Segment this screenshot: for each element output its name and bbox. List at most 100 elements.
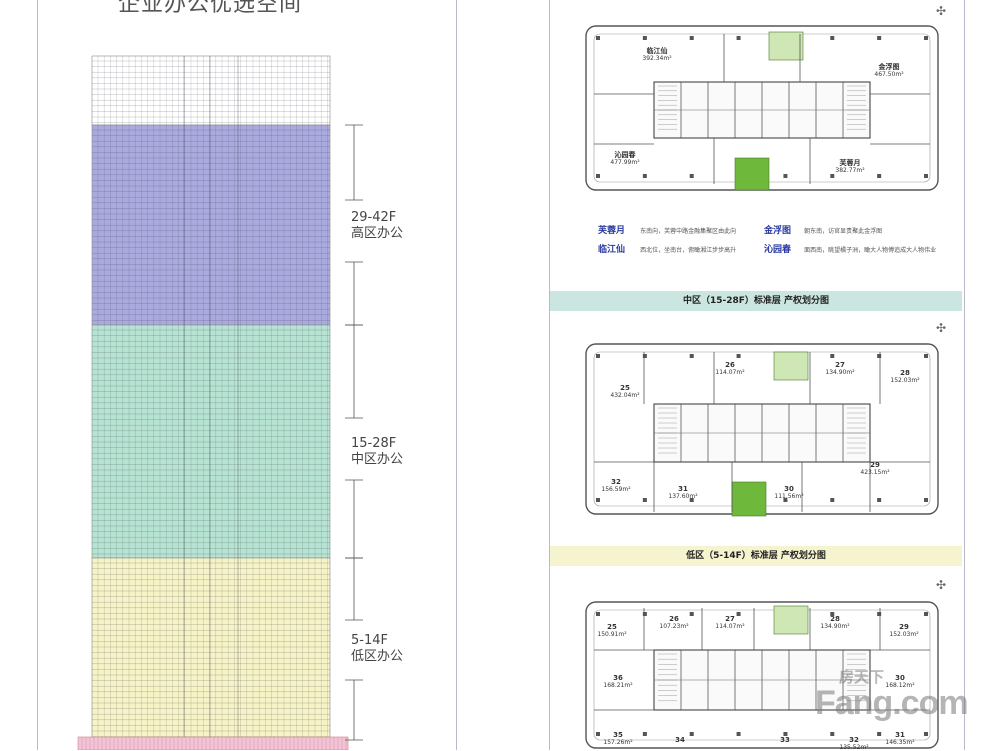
zone-high-floors: 29-42F: [351, 210, 397, 225]
plan-inner-outline: [593, 609, 931, 741]
zone-high-label: 29-42F 高区办公: [351, 210, 403, 242]
column: [596, 732, 600, 736]
column: [689, 498, 694, 502]
green-space: [768, 31, 804, 61]
column: [596, 612, 600, 616]
zone-mid-name: 中区办公: [351, 452, 404, 467]
zone-low-label: 5-14F 低区办公: [351, 633, 403, 665]
left-page: 企业办公优选空间 29-42F 高区办公 15-28F 中区办公 5-14F 低…: [37, 0, 457, 750]
floor-plan-low: [585, 601, 939, 749]
column: [877, 174, 882, 178]
floor-plan-high: [585, 25, 939, 191]
compass-icon: ✣: [936, 321, 947, 335]
column: [924, 498, 928, 502]
column: [830, 36, 835, 40]
dimension-line: [345, 324, 363, 419]
column: [736, 612, 741, 616]
column: [642, 354, 647, 358]
column: [736, 36, 741, 40]
legend-item: 临江仙 西北位，坐南台，俯瞰湘江步步高升: [598, 237, 768, 256]
column: [596, 354, 600, 358]
column: [924, 612, 928, 616]
dimension-line: [345, 479, 363, 559]
column: [596, 36, 600, 40]
column: [783, 732, 788, 736]
compass-icon: ✣: [936, 4, 947, 18]
column: [689, 732, 694, 736]
column: [830, 498, 835, 502]
dimension-line: [345, 261, 363, 326]
unit-label: 33: [780, 736, 790, 744]
column: [877, 36, 882, 40]
column: [689, 612, 694, 616]
column: [877, 498, 882, 502]
column: [924, 174, 928, 178]
zone-high-name: 高区办公: [351, 226, 404, 241]
legend-item: 金浮图 朝东南，访官显贵聚此金浮图: [764, 218, 964, 237]
green-space: [773, 605, 809, 635]
section-bar-low-label: 低区（5-14F）标准层 产权划分图: [686, 551, 826, 561]
legend-desc: 西北位，坐南台，俯瞰湘江步步高升: [640, 247, 737, 254]
column: [783, 174, 788, 178]
tower-mid-zone: [91, 324, 331, 559]
column: [596, 498, 600, 502]
tower-top-section: [91, 55, 331, 126]
column: [689, 354, 694, 358]
compass-icon: ✣: [936, 578, 947, 592]
watermark-url: Fang.com: [815, 684, 969, 722]
column: [642, 498, 647, 502]
column: [642, 36, 647, 40]
zone-low-floors: 5-14F: [351, 633, 388, 648]
watermark-brand: 房天下: [839, 668, 885, 686]
tower-low-zone: [91, 557, 331, 741]
green-space: [734, 157, 770, 191]
column: [783, 498, 788, 502]
dimension-line: [345, 679, 363, 741]
green-space: [731, 481, 767, 517]
tower-elevation: [77, 55, 363, 750]
column: [736, 354, 741, 358]
column: [924, 354, 928, 358]
zone-mid-label: 15-28F 中区办公: [351, 436, 403, 468]
legend-desc: 面西南，眺望橘子洲，瞰大人物傅追成大人物伟业: [804, 247, 937, 254]
column: [830, 174, 835, 178]
dimension-line: [345, 124, 363, 201]
column: [830, 354, 835, 358]
column: [830, 732, 835, 736]
zone-low-name: 低区办公: [351, 649, 404, 664]
legend-name: 金浮图: [764, 226, 792, 236]
building-core: [653, 649, 871, 711]
legend-item: 沁园春 面西南，眺望橘子洲，瞰大人物傅追成大人物伟业: [764, 237, 964, 256]
legend-name: 芙蓉月: [598, 226, 626, 236]
column: [924, 732, 928, 736]
column: [877, 732, 882, 736]
zone-mid-floors: 15-28F: [351, 436, 397, 451]
column: [877, 354, 882, 358]
column: [689, 36, 694, 40]
watermark: 房天下 Fang.com: [805, 666, 995, 736]
column: [877, 612, 882, 616]
building-core: [653, 403, 871, 463]
floor-plan-mid: [585, 343, 939, 517]
left-title: 企业办公优选空间: [118, 0, 303, 17]
tower-high-zone: [91, 124, 331, 326]
